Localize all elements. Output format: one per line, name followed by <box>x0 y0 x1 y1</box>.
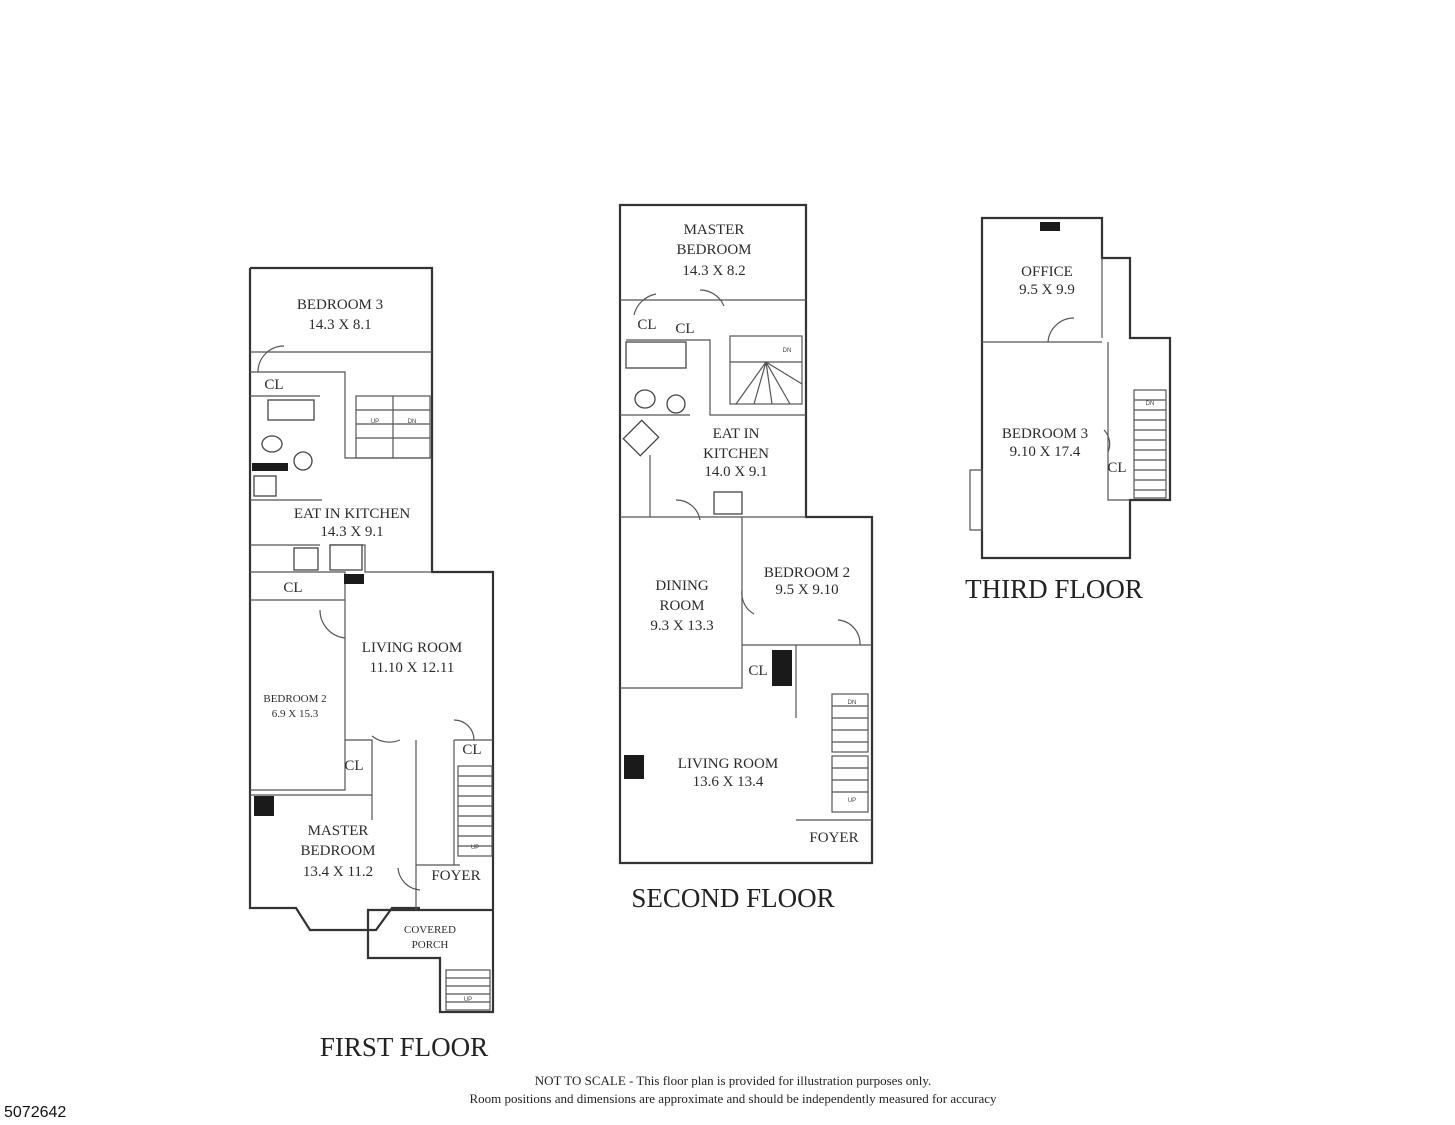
closet-label: CL <box>748 663 767 679</box>
bedroom-3-label: BEDROOM 3 <box>297 297 383 313</box>
closet-label: CL <box>675 321 694 337</box>
master-bedroom-label-2: BEDROOM <box>676 242 751 258</box>
eat-in-kitchen-label-1: EAT IN <box>713 426 760 442</box>
bedroom-3-dims: 14.3 X 8.1 <box>308 317 371 333</box>
eat-in-kitchen-dims: 14.0 X 9.1 <box>704 464 767 480</box>
stair-mark: DN <box>783 348 792 354</box>
living-room-label: LIVING ROOM <box>678 756 778 772</box>
stair-mark: UP <box>371 419 379 425</box>
stair-mark: UP <box>848 798 856 804</box>
second-floor-title: SECOND FLOOR <box>631 883 834 913</box>
disclaimer-line-2: Room positions and dimensions are approx… <box>469 1091 997 1106</box>
bedroom-3-dims: 9.10 X 17.4 <box>1010 444 1081 460</box>
eat-in-kitchen-label: EAT IN KITCHEN <box>294 506 411 522</box>
eat-in-kitchen-label-2: KITCHEN <box>703 446 769 462</box>
closet-label: CL <box>344 758 363 774</box>
bedroom-2-dims: 6.9 X 15.3 <box>272 708 319 720</box>
dining-room-label-1: DINING <box>655 578 708 594</box>
first-floor-title: FIRST FLOOR <box>320 1032 488 1062</box>
covered-porch-label-2: PORCH <box>412 939 449 951</box>
bedroom-2-dims: 9.5 X 9.10 <box>775 582 838 598</box>
second-floor-plan: MASTER BEDROOM 14.3 X 8.2 EAT IN KITCHEN… <box>618 203 874 913</box>
foyer-label: FOYER <box>809 830 858 846</box>
master-bedroom-label-1: MASTER <box>308 823 369 839</box>
stair-mark: UP <box>464 997 472 1003</box>
foyer-label: FOYER <box>431 868 480 884</box>
closet-label: CL <box>462 742 481 758</box>
disclaimer-line-1: NOT TO SCALE - This floor plan is provid… <box>535 1073 931 1088</box>
stair-mark: UP <box>471 845 479 851</box>
office-label: OFFICE <box>1021 264 1073 280</box>
bedroom-2-label: BEDROOM 2 <box>764 565 850 581</box>
closet-label: CL <box>637 317 656 333</box>
stair-mark: DN <box>1146 401 1155 407</box>
bedroom-3-label: BEDROOM 3 <box>1002 426 1088 442</box>
stair-mark: DN <box>848 700 857 706</box>
dining-room-dims: 9.3 X 13.3 <box>650 618 713 634</box>
covered-porch-label-1: COVERED <box>404 924 456 936</box>
third-floor-plan: OFFICE 9.5 X 9.9 BEDROOM 3 9.10 X 17.4 C… <box>965 216 1172 604</box>
master-bedroom-label-2: BEDROOM <box>300 843 375 859</box>
living-room-label: LIVING ROOM <box>362 640 462 656</box>
dining-room-label-2: ROOM <box>659 598 704 614</box>
master-bedroom-dims: 14.3 X 8.2 <box>682 263 745 279</box>
living-room-dims: 13.6 X 13.4 <box>693 774 764 790</box>
listing-id: 5072642 <box>4 1104 66 1121</box>
closet-label: CL <box>264 377 283 393</box>
third-floor-title: THIRD FLOOR <box>965 574 1143 604</box>
eat-in-kitchen-dims: 14.3 X 9.1 <box>320 524 383 540</box>
office-dims: 9.5 X 9.9 <box>1019 282 1075 298</box>
bedroom-2-label: BEDROOM 2 <box>263 693 326 705</box>
first-floor-plan: BEDROOM 3 14.3 X 8.1 EAT IN KITCHEN 14.3… <box>248 266 495 1062</box>
master-bedroom-dims: 13.4 X 11.2 <box>303 864 373 880</box>
closet-label: CL <box>1107 460 1126 476</box>
living-room-dims: 11.10 X 12.11 <box>370 660 455 676</box>
master-bedroom-label-1: MASTER <box>684 222 745 238</box>
stair-mark: DN <box>408 419 417 425</box>
closet-label: CL <box>283 580 302 596</box>
